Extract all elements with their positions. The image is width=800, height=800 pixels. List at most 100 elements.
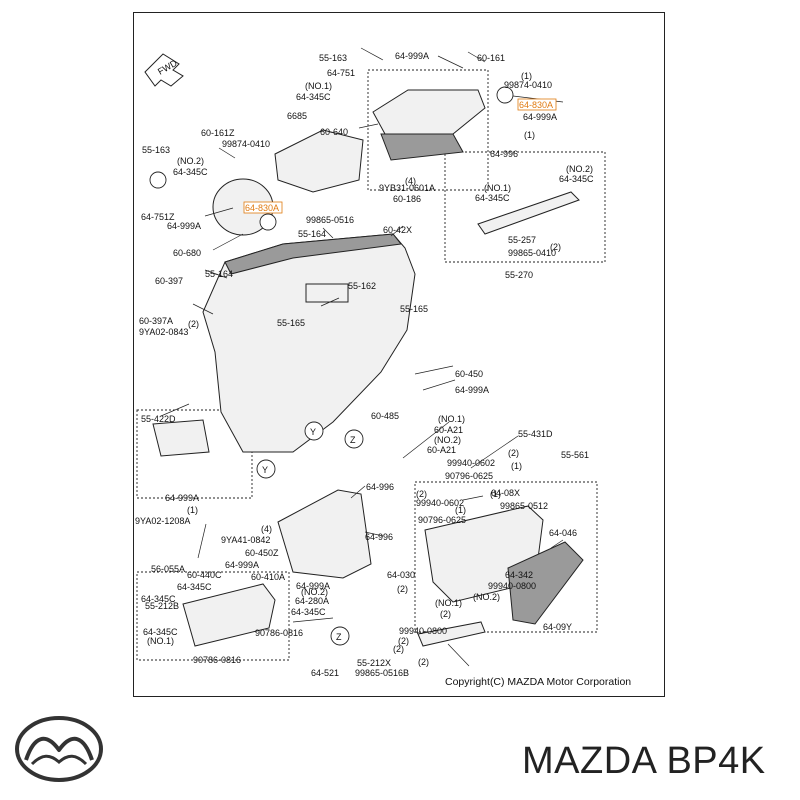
part-number-label: (4) [261, 524, 272, 534]
part-number-label: 60-397 [155, 276, 183, 286]
part-number-label: 55-164 [205, 269, 233, 279]
part-number-label: 64-280A [295, 596, 329, 606]
part-number-label: (NO.2) [434, 435, 461, 445]
group-box-top-center [367, 69, 489, 191]
part-number-label: 64-830A [519, 100, 553, 110]
part-number-label: 90786-0816 [193, 655, 241, 665]
part-number-label: (1) [187, 505, 198, 515]
lower-bracket [417, 621, 486, 647]
part-number-label: 9YB31-0601A [379, 183, 435, 193]
part-number-label: 99874-0410 [504, 80, 552, 90]
part-number-label: 64-342 [505, 570, 533, 580]
part-number-label: 55-422D [141, 414, 176, 424]
part-number-label: 64-830A [245, 203, 279, 213]
part-number-label: 60-186 [393, 194, 421, 204]
part-number-label: 55-257 [508, 235, 536, 245]
part-number-label: 9YA02-0843 [139, 327, 188, 337]
part-number-label: (2) [418, 657, 429, 667]
callout-circle [256, 459, 276, 479]
part-number-label: 64-046 [549, 528, 577, 538]
callout-circle [330, 626, 350, 646]
part-number-label: 64-751Z [141, 212, 175, 222]
part-number-label: 60-42X [383, 225, 412, 235]
callout-label: Y [310, 427, 316, 437]
part-number-label: 90796-0625 [445, 471, 493, 481]
part-number-label: (1) [490, 489, 501, 499]
part-number-label: 64-345C [177, 582, 212, 592]
fwd-arrow-icon: FWD [144, 53, 184, 87]
part-number-label: 55-212B [145, 601, 179, 611]
part-number-label: 64-345C [559, 174, 594, 184]
part-number-label: 60-161 [477, 53, 505, 63]
part-number-label: (NO.2) [177, 156, 204, 166]
part-number-label: 64-996 [366, 482, 394, 492]
part-number-label: 99865-0516 [306, 215, 354, 225]
part-number-label: (NO.1) [438, 414, 465, 424]
part-number-label: 99940-0602 [447, 458, 495, 468]
part-number-label: 60-397A [139, 316, 173, 326]
part-number-label: (2) [398, 636, 409, 646]
part-number-label: (NO.1) [305, 81, 332, 91]
part-number-label: 55-163 [319, 53, 347, 63]
lower-left-panel [182, 583, 276, 647]
part-number-label: (2) [440, 609, 451, 619]
part-number-label: (1) [521, 71, 532, 81]
part-number-label: 64-999A [167, 221, 201, 231]
part-number-label: 99865-0512 [500, 501, 548, 511]
part-number-label: 64-999A [165, 493, 199, 503]
exploded-view-drawing: FWD [133, 12, 665, 697]
part-number-label: (2) [550, 242, 561, 252]
left-vent-duct [152, 419, 210, 457]
part-number-label: (NO.2) [473, 592, 500, 602]
part-number-label: 64-996 [490, 149, 518, 159]
part-number-label: 64-999A [395, 51, 429, 61]
callout-circle [344, 429, 364, 449]
part-number-label: 60-A21 [427, 445, 456, 455]
callout-circle [304, 421, 324, 441]
part-number-label: 99865-0410 [508, 248, 556, 258]
model-title: MAZDA BP4K [522, 740, 766, 782]
part-number-label: 55-431D [518, 429, 553, 439]
vent-round-far-left [149, 171, 167, 189]
leader-lines [160, 47, 564, 667]
part-number-label: (2) [393, 644, 404, 654]
part-number-label: 55-165 [277, 318, 305, 328]
part-number-label: (NO.2) [566, 164, 593, 174]
diagram-border [133, 12, 665, 697]
part-number-label: 64-345C [475, 193, 510, 203]
part-number-label: 60-640 [320, 127, 348, 137]
side-trim-strip [477, 191, 580, 235]
meter-housing-shape [380, 133, 464, 161]
part-number-label: 55-270 [505, 270, 533, 280]
part-number-label: 60-485 [371, 411, 399, 421]
part-number-label: 55-162 [348, 281, 376, 291]
part-number-label: 55-163 [142, 145, 170, 155]
callout-label: Z [350, 435, 356, 445]
part-number-label: 64-996 [365, 532, 393, 542]
part-number-label: (2) [397, 584, 408, 594]
part-number-label: 99940-0800 [488, 581, 536, 591]
part-number-label: 64-999A [455, 385, 489, 395]
center-console-lower [277, 489, 372, 579]
glovebox-bin [507, 541, 584, 625]
part-number-label: 64-345C [296, 92, 331, 102]
part-number-label: (1) [524, 130, 535, 140]
part-number-label: 64-09Y [543, 622, 572, 632]
highlight-box [517, 98, 557, 111]
part-number-label: 64-751 [327, 68, 355, 78]
part-number-label: 90796-0625 [418, 515, 466, 525]
part-number-label: 64-345C [173, 167, 208, 177]
part-number-label: 64-345C [291, 607, 326, 617]
group-box-side-trim [444, 151, 606, 263]
part-number-label: 60-410A [251, 572, 285, 582]
part-number-label: (2) [416, 489, 427, 499]
part-number-label: (2) [188, 319, 199, 329]
part-number-label: 60-450Z [245, 548, 279, 558]
part-number-label: 64-345C [141, 594, 176, 604]
part-number-label: 55-165 [400, 304, 428, 314]
part-number-label: 55-212X [357, 658, 391, 668]
highlight-box [243, 201, 283, 214]
part-number-label: (1) [511, 461, 522, 471]
part-number-label: 64-999A [225, 560, 259, 570]
